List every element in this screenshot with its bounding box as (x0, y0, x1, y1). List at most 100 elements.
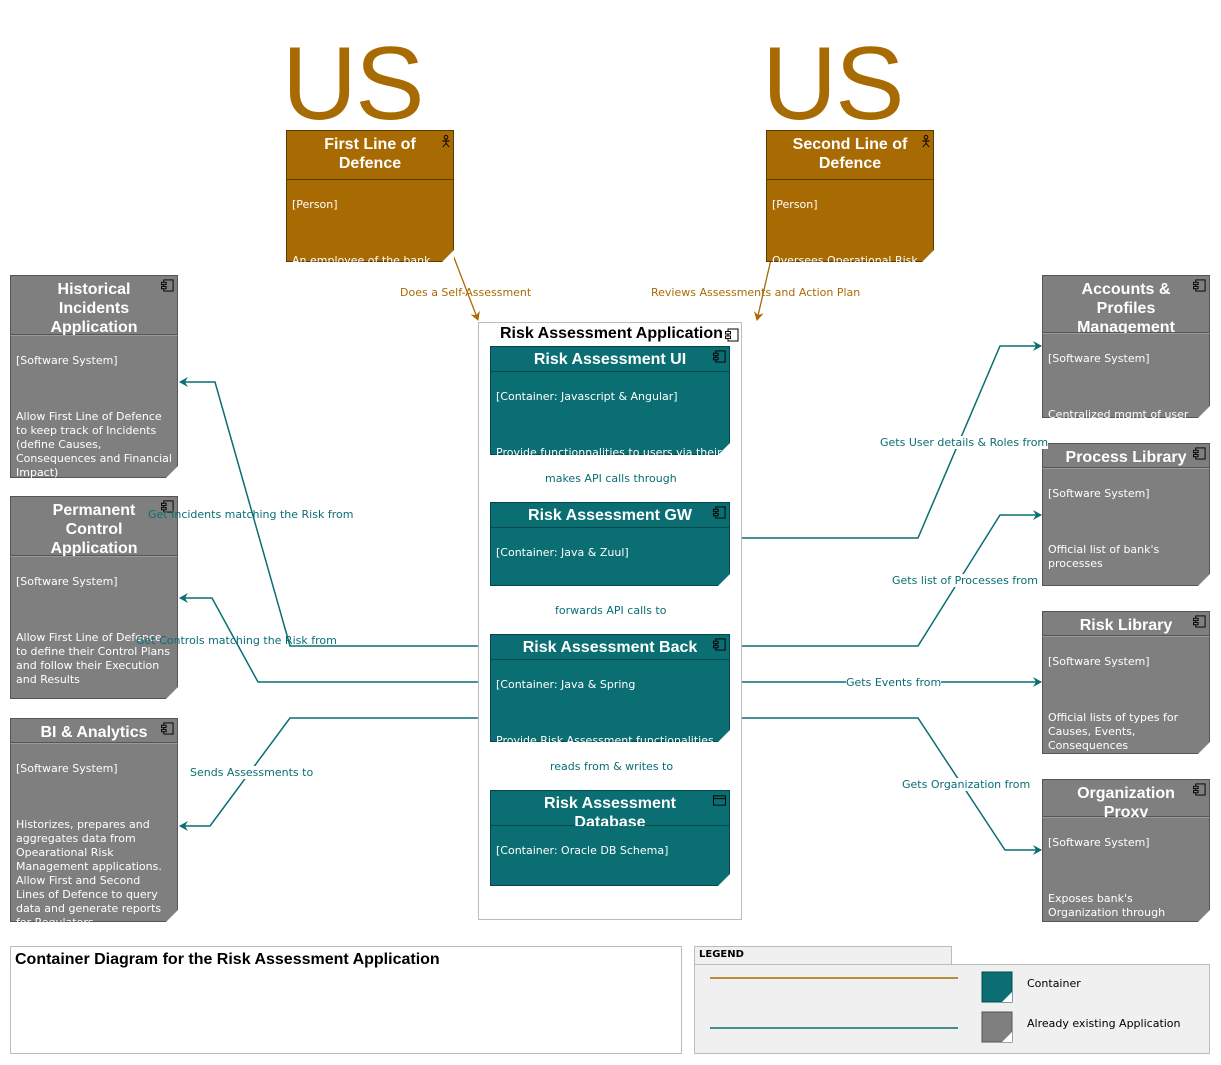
component-icon (713, 350, 726, 363)
rel-organization-label: Gets Organization from (902, 778, 1031, 791)
system-body: [Software System] Exposes bank's Organiz… (1042, 817, 1210, 933)
system-type: [Software System] (16, 762, 118, 775)
system-description: Centralized mgmt of user profiles (1048, 408, 1189, 435)
legend-title: LEGEND (699, 949, 744, 960)
component-icon (161, 722, 174, 735)
note-fold (1198, 406, 1210, 418)
system-body: [Software System] Centralized mgmt of us… (1042, 333, 1210, 435)
diagram-caption: Container Diagram for the Risk Assessmen… (15, 951, 440, 968)
note-fold (1198, 574, 1210, 586)
note-fold (166, 910, 178, 922)
component-icon (713, 506, 726, 519)
rel-sends-label: Sends Assessments to (190, 766, 314, 779)
note-fold (166, 466, 178, 478)
system-accounts-profiles[interactable]: Accounts & Profiles Management [Software… (1042, 275, 1210, 435)
rel-reviews-label: Reviews Assessments and Action Plan (651, 286, 861, 299)
rel-reviews-line (753, 254, 773, 321)
component-icon (1193, 447, 1206, 460)
person-icon (442, 135, 450, 148)
component-icon (161, 500, 174, 513)
person-description: An employee of the bank which manages Ri… (292, 254, 431, 281)
person-second-line-of-defence[interactable]: Second Line of Defence [Person] Oversees… (766, 130, 934, 281)
person-icon (922, 135, 930, 148)
system-title: Historical Incidents Application (10, 275, 178, 336)
system-type: [Software System] (1048, 487, 1150, 500)
note-fold (1198, 910, 1210, 922)
person-title: First Line of Defence (286, 130, 454, 180)
rel-forwards-label: forwards API calls to (555, 604, 667, 617)
system-historical-incidents[interactable]: Historical Incidents Application [Softwa… (10, 275, 178, 479)
rel-events-label: Gets Events from (846, 676, 942, 689)
legend-container-label: Container (1027, 977, 1081, 990)
container-risk-assessment-gw[interactable]: Risk Assessment GW [Container: Java & Zu… (490, 502, 730, 615)
container-body: [Container: Javascript & Angular] Provid… (490, 372, 730, 473)
system-body: [Software System] Official lists of type… (1042, 636, 1210, 754)
legend-graphics (710, 971, 1013, 1043)
person-body: [Person] Oversees Operational Risk Manag… (766, 180, 934, 281)
container-type: [Container: Java & Zuul] (496, 546, 629, 559)
system-title: BI & Analytics (10, 718, 178, 743)
legend-box (694, 964, 1210, 1054)
component-icon (1193, 279, 1206, 292)
container-body: [Container: Java & Zuul] Webservices aut… (490, 528, 730, 615)
system-title: Risk Library (1042, 611, 1210, 636)
system-title: Accounts & Profiles Management (1042, 275, 1210, 336)
container-body: [Container: Java & Spring Provide Risk A… (490, 660, 730, 761)
system-body: [Software System] Official list of bank'… (1042, 468, 1210, 586)
system-permanent-control[interactable]: Permanent Control Application [Software … (10, 496, 178, 699)
system-risk-library[interactable]: Risk Library [Software System] Official … (1042, 611, 1210, 754)
container-title: Risk Assessment Database (490, 790, 730, 831)
person-first-line-of-defence[interactable]: First Line of Defence [Person] An employ… (286, 130, 454, 281)
system-description: Allow First Line of Defence to define th… (16, 631, 170, 686)
system-description: Exposes bank's Organization through webs… (1048, 892, 1166, 933)
system-description: Allow First Line of Defence to keep trac… (16, 410, 172, 479)
system-title: Process Library (1042, 443, 1210, 468)
system-description: Official list of bank's processes (1048, 543, 1160, 570)
component-icon (1193, 783, 1206, 796)
rel-processes-label: Gets list of Processes from (892, 574, 1038, 587)
diagram-caption-box (10, 946, 682, 1054)
system-process-library[interactable]: Process Library [Software System] Offici… (1042, 443, 1210, 586)
component-icon (713, 638, 726, 651)
system-organization-proxy[interactable]: Organization Proxy [Software System] Exp… (1042, 779, 1210, 933)
person-second-us-icon: US (762, 26, 904, 142)
system-title: Organization Proxy (1042, 779, 1210, 821)
note-fold (718, 443, 730, 455)
rel-incidents-label: Get Incidents matching the Risk from (148, 508, 354, 521)
rel-incidents-line (179, 377, 478, 647)
note-fold (1198, 742, 1210, 754)
container-description: Provide Risk Assessment functionalities … (496, 734, 719, 761)
note-fold (718, 574, 730, 586)
person-description: Oversees Operational Risk Management (772, 254, 918, 281)
container-description: Stores Operational RIsk, Assessments... (496, 900, 715, 913)
container-type: [Container: Oracle DB Schema] (496, 844, 669, 857)
system-bi-analytics[interactable]: BI & Analytics [Software System] Histori… (10, 718, 178, 929)
boundary-component-icon (725, 328, 739, 342)
container-title: Risk Assessment GW (490, 502, 730, 528)
container-risk-assessment-ui[interactable]: Risk Assessment UI [Container: Javascrip… (490, 346, 730, 473)
person-type: [Person] (292, 198, 338, 211)
system-title: Permanent Control Application (10, 496, 178, 557)
system-body: [Software System] Historizes, prepares a… (10, 743, 178, 929)
container-title: Risk Assessment Back (490, 634, 730, 660)
database-icon (713, 795, 726, 806)
system-type: [Software System] (16, 354, 118, 367)
note-fold (442, 250, 454, 262)
person-type: [Person] (772, 198, 818, 211)
rel-controls-label: Get Controls matching the Risk from (136, 634, 337, 647)
system-description: Historizes, prepares and aggregates data… (16, 818, 162, 929)
container-type: [Container: Java & Spring (496, 678, 636, 691)
note-fold (922, 250, 934, 262)
system-body: [Software System] Allow First Line of De… (10, 556, 178, 699)
container-risk-assessment-database[interactable]: Risk Assessment Database [Container: Ora… (490, 790, 730, 913)
person-title: Second Line of Defence (766, 130, 934, 180)
container-type: [Container: Javascript & Angular] (496, 390, 678, 403)
boundary-title: Risk Assessment Application (500, 325, 723, 342)
legend-existing-app-label: Already existing Application (1027, 1017, 1181, 1030)
note-fold (718, 730, 730, 742)
system-body: [Software System] Allow First Line of De… (10, 335, 178, 479)
container-risk-assessment-back[interactable]: Risk Assessment Back [Container: Java & … (490, 634, 730, 761)
rel-user-details-label: Gets User details & Roles from (880, 436, 1049, 449)
container-description: Provide functionnalities to users via th… (496, 446, 722, 473)
rel-self-assessment-line (452, 254, 480, 321)
